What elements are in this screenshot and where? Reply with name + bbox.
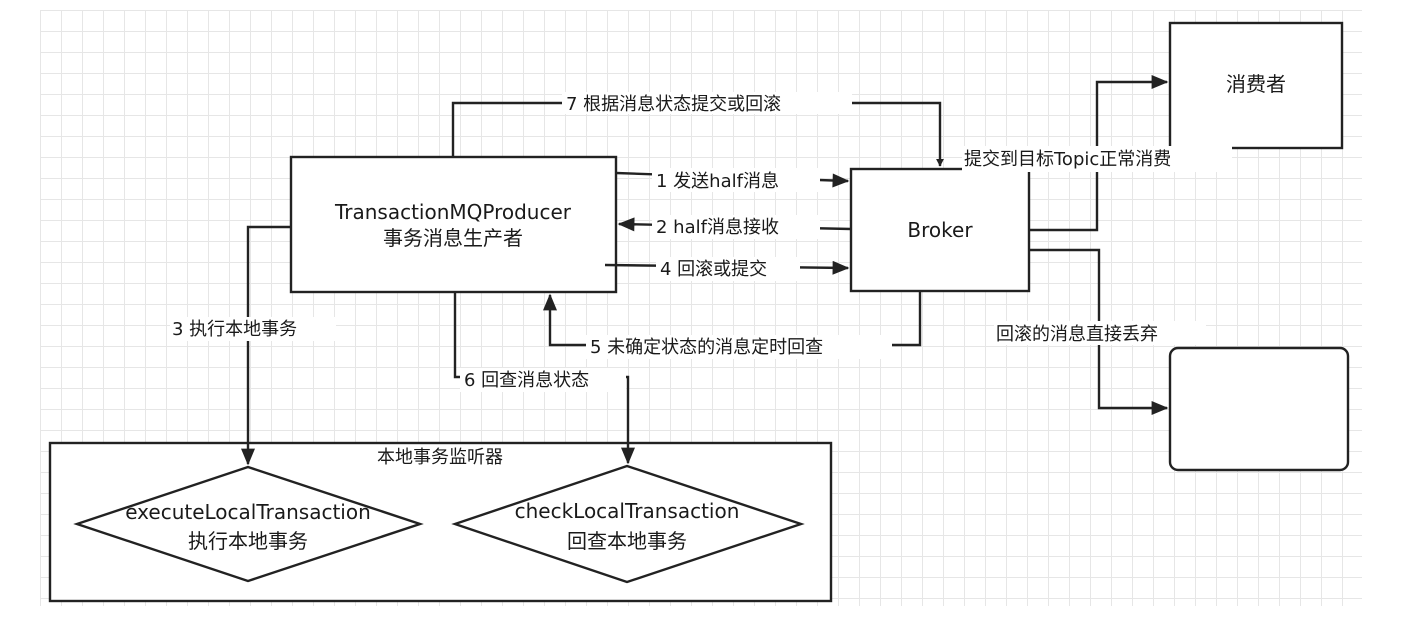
edge-rollback-label: 回滚的消息直接丢弃 bbox=[996, 324, 1158, 345]
discard-node[interactable] bbox=[1168, 346, 1350, 472]
broker-node[interactable] bbox=[849, 167, 1031, 293]
edge-4-label: 4 回滚或提交 bbox=[660, 259, 767, 280]
edge-2-label-bg bbox=[652, 215, 820, 239]
check-local-transaction-node[interactable] bbox=[451, 464, 805, 584]
edge-3-label-bg bbox=[170, 317, 336, 341]
execute-local-transaction-node[interactable] bbox=[73, 465, 424, 583]
execute-subtitle: 执行本地事务 bbox=[188, 529, 308, 553]
check-subtitle: 回查本地事务 bbox=[567, 529, 687, 553]
edge-1-label-bg bbox=[652, 168, 820, 192]
producer-node[interactable] bbox=[289, 155, 618, 294]
edge-3-line[interactable] bbox=[241, 225, 291, 466]
edge-7-label: 7 根据消息状态提交或回滚 bbox=[566, 94, 781, 115]
edge-2-label: 2 half消息接收 bbox=[656, 217, 779, 238]
edge-4-label-bg bbox=[656, 257, 800, 281]
edge-1-label: 1 发送half消息 bbox=[656, 171, 779, 192]
edge-6-label-bg bbox=[460, 368, 626, 392]
edge-7-label-bg bbox=[562, 92, 852, 114]
check-title: checkLocalTransaction bbox=[515, 499, 740, 523]
producer-title: TransactionMQProducer bbox=[334, 200, 572, 224]
execute-title: executeLocalTransaction bbox=[125, 500, 371, 524]
edge-3-label: 3 执行本地事务 bbox=[172, 319, 297, 340]
broker-label: Broker bbox=[907, 218, 973, 242]
consumer-node[interactable] bbox=[1168, 21, 1344, 150]
edge-commit-label: 提交到目标Topic正常消费 bbox=[964, 149, 1171, 170]
edge-5-label-bg bbox=[586, 335, 892, 359]
listener-label: 本地事务监听器 bbox=[377, 447, 503, 468]
edge-commit-label-bg bbox=[962, 146, 1232, 172]
edge-5-label: 5 未确定状态的消息定时回查 bbox=[590, 337, 823, 358]
edge-rollback-label-bg bbox=[994, 321, 1206, 345]
edge-6-label: 6 回查消息状态 bbox=[464, 370, 589, 391]
producer-subtitle: 事务消息生产者 bbox=[383, 226, 523, 250]
consumer-label: 消费者 bbox=[1226, 72, 1286, 96]
